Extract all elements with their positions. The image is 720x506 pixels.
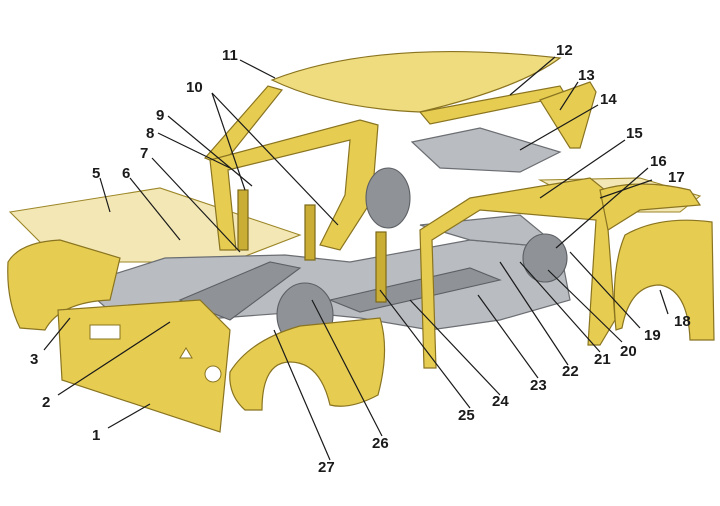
rear-door-frame [419, 177, 616, 369]
callout-22: 22 [562, 363, 579, 380]
callout-7: 7 [140, 145, 148, 162]
callout-13: 13 [578, 67, 595, 84]
rear-right-quarter-panel [613, 219, 715, 341]
apron-vent [179, 347, 193, 359]
callout-5: 5 [92, 165, 100, 182]
headlamp-opening [204, 365, 222, 383]
front-pillar-left [237, 189, 249, 251]
callout-15: 15 [626, 125, 643, 142]
callout-6: 6 [122, 165, 130, 182]
roof-panel [270, 50, 562, 113]
callout-21: 21 [594, 351, 611, 368]
rear-pillar-bracket [539, 81, 597, 149]
callout-23: 23 [530, 377, 547, 394]
callout-1: 1 [92, 427, 100, 444]
callout-20: 20 [620, 343, 637, 360]
leader-lines [43, 56, 669, 461]
callout-14: 14 [600, 91, 617, 108]
front-right-wing [229, 317, 386, 411]
rear-wheel-well [522, 233, 568, 283]
callout-18: 18 [674, 313, 691, 330]
rear-fender [599, 183, 702, 231]
callout-labels: 1 2 3 4 5 6 7 8 9 10 11 12 13 14 15 16 1… [30, 42, 691, 476]
callout-26: 26 [372, 435, 389, 452]
callout-3: 3 [30, 351, 38, 368]
front-left-wing [7, 239, 121, 331]
callout-8: 8 [146, 125, 154, 142]
rear-parcel-shelf [410, 127, 562, 173]
callout-10: 10 [186, 79, 203, 96]
callout-12: 12 [556, 42, 573, 59]
callout-16: 16 [650, 153, 667, 170]
body-parts-artwork [7, 50, 715, 433]
callout-27: 27 [318, 459, 335, 476]
spare-wheel-tub [365, 167, 411, 229]
callout-25: 25 [458, 407, 475, 424]
callout-9: 9 [156, 107, 164, 124]
callout-2: 2 [42, 394, 50, 411]
front-apron-opening [89, 324, 121, 340]
front-pillar-right [304, 204, 316, 261]
callout-11: 11 [222, 47, 238, 64]
center-pillar [375, 231, 387, 303]
callout-17: 17 [668, 169, 685, 186]
callout-24: 24 [492, 393, 509, 410]
front-apron [57, 299, 231, 433]
callout-19: 19 [644, 327, 661, 344]
